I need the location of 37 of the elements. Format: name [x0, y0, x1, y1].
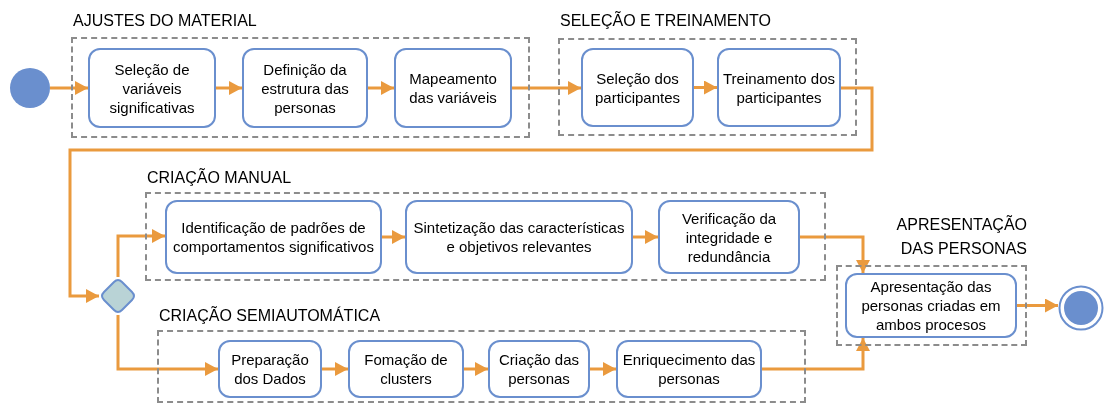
arrow — [382, 230, 405, 244]
process-box: Apresentação das personas criadas em ambos procesos — [845, 273, 1017, 338]
arrow — [762, 338, 870, 371]
arrow — [633, 230, 658, 244]
arrow — [1017, 298, 1058, 313]
process-box: Treinamento dos participantes — [717, 48, 841, 127]
start-circle — [10, 68, 50, 108]
arrow — [116, 229, 165, 277]
process-box: Identificação de padrões de comportamentos significativos — [165, 200, 382, 274]
process-box: Definição da estrutura das personas — [242, 48, 368, 128]
arrow — [368, 81, 394, 95]
process-box: Seleção dos participantes — [581, 48, 694, 127]
process-box: Enriquecimento das personas — [616, 340, 762, 398]
group-title: CRIAÇÃO MANUAL — [147, 167, 292, 188]
end-circle — [1058, 285, 1104, 331]
arrow — [68, 86, 874, 303]
process-box: Mapeamento das variáveis — [394, 48, 512, 128]
arrow — [464, 362, 488, 376]
arrow — [800, 235, 870, 273]
arrow — [694, 80, 717, 95]
group-title: AJUSTES DO MATERIAL — [73, 11, 257, 31]
process-box: Verificação da integridade e redundância — [658, 200, 800, 274]
group-title: APRESENTAÇÃO DAS PERSONAS — [895, 214, 1027, 259]
arrow — [512, 81, 581, 95]
process-box: Fomação de clusters — [348, 340, 464, 398]
process-box: Seleção de variáveis significativas — [88, 48, 216, 128]
decision-diamond — [99, 277, 137, 315]
process-box: Preparação dos Dados — [218, 340, 322, 398]
group-title: SELEÇÃO E TREINAMENTO — [560, 10, 771, 31]
process-box: Criação das personas — [488, 340, 590, 398]
process-box: Sintetização das características e objetivos relevantes — [405, 200, 633, 274]
arrow — [216, 81, 242, 95]
arrow — [322, 362, 348, 376]
arrow — [590, 362, 616, 376]
group-title: CRIAÇÃO SEMIAUTOMÁTICA — [159, 305, 381, 326]
arrow — [50, 81, 88, 95]
arrow — [116, 315, 218, 376]
